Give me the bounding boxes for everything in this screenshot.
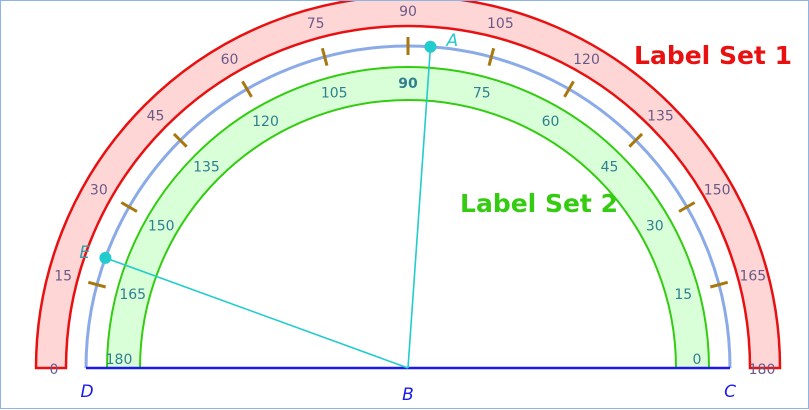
label-set-2-tick-120: 120 <box>252 114 279 130</box>
label-set-1-tick-165: 165 <box>739 269 766 285</box>
label-set-1-tick-180: 180 <box>749 362 776 378</box>
label-set-2-tick-105: 105 <box>321 86 348 102</box>
label-set-1-title: Label Set 1 <box>634 41 792 70</box>
label-set-2-tick-150: 150 <box>148 219 175 235</box>
label-set-1-tick-120: 120 <box>573 52 600 68</box>
label-set-2-tick-165: 165 <box>119 287 146 303</box>
label-set-1-tick-105: 105 <box>487 16 514 32</box>
tick-mark <box>320 47 329 67</box>
label-set-1-tick-150: 150 <box>704 183 731 199</box>
label-set-1-tick-15: 15 <box>54 269 72 285</box>
point-b-label: B <box>402 385 414 405</box>
tick-mark <box>87 280 107 289</box>
label-set-2-tick-15: 15 <box>674 287 692 303</box>
label-set-1-tick-60: 60 <box>221 52 239 68</box>
label-set-2-tick-75: 75 <box>473 86 491 102</box>
tick-mark <box>487 47 496 67</box>
ray-be <box>105 257 409 369</box>
label-set-1-band <box>34 1 782 370</box>
label-set-1-tick-0: 0 <box>50 362 59 378</box>
label-set-1-tick-75: 75 <box>307 16 325 32</box>
label-set-2-tick-30: 30 <box>646 219 664 235</box>
point-e-label: E <box>79 243 90 263</box>
ray-ba <box>407 46 432 369</box>
point-a-handle[interactable] <box>424 40 437 53</box>
tick-mark <box>628 132 644 148</box>
point-e-handle[interactable] <box>99 251 112 264</box>
tick-mark <box>709 280 729 289</box>
point-d-label: D <box>80 382 93 402</box>
tick-mark <box>172 132 188 148</box>
label-set-2-title: Label Set 2 <box>460 189 618 218</box>
label-set-1-tick-45: 45 <box>147 109 165 125</box>
label-set-2-tick-0: 0 <box>693 352 702 368</box>
label-set-2-tick-45: 45 <box>601 159 619 175</box>
tick-mark <box>241 80 253 98</box>
label-set-1-tick-135: 135 <box>647 109 674 125</box>
tick-mark <box>120 201 138 213</box>
point-a-label: A <box>445 31 458 51</box>
label-set-2-tick-135: 135 <box>193 159 220 175</box>
point-c-label: C <box>724 382 736 402</box>
tick-mark <box>563 80 575 98</box>
tick-marks <box>87 37 729 289</box>
label-set-2-tick-60: 60 <box>542 114 560 130</box>
label-set-2-band <box>105 66 711 369</box>
label-set-1-tick-90: 90 <box>399 4 417 20</box>
tick-mark <box>678 201 696 213</box>
label-set-2-tick-180: 180 <box>106 352 133 368</box>
label-set-1-tick-30: 30 <box>90 183 108 199</box>
label-set-2-tick-90: 90 <box>398 76 418 92</box>
